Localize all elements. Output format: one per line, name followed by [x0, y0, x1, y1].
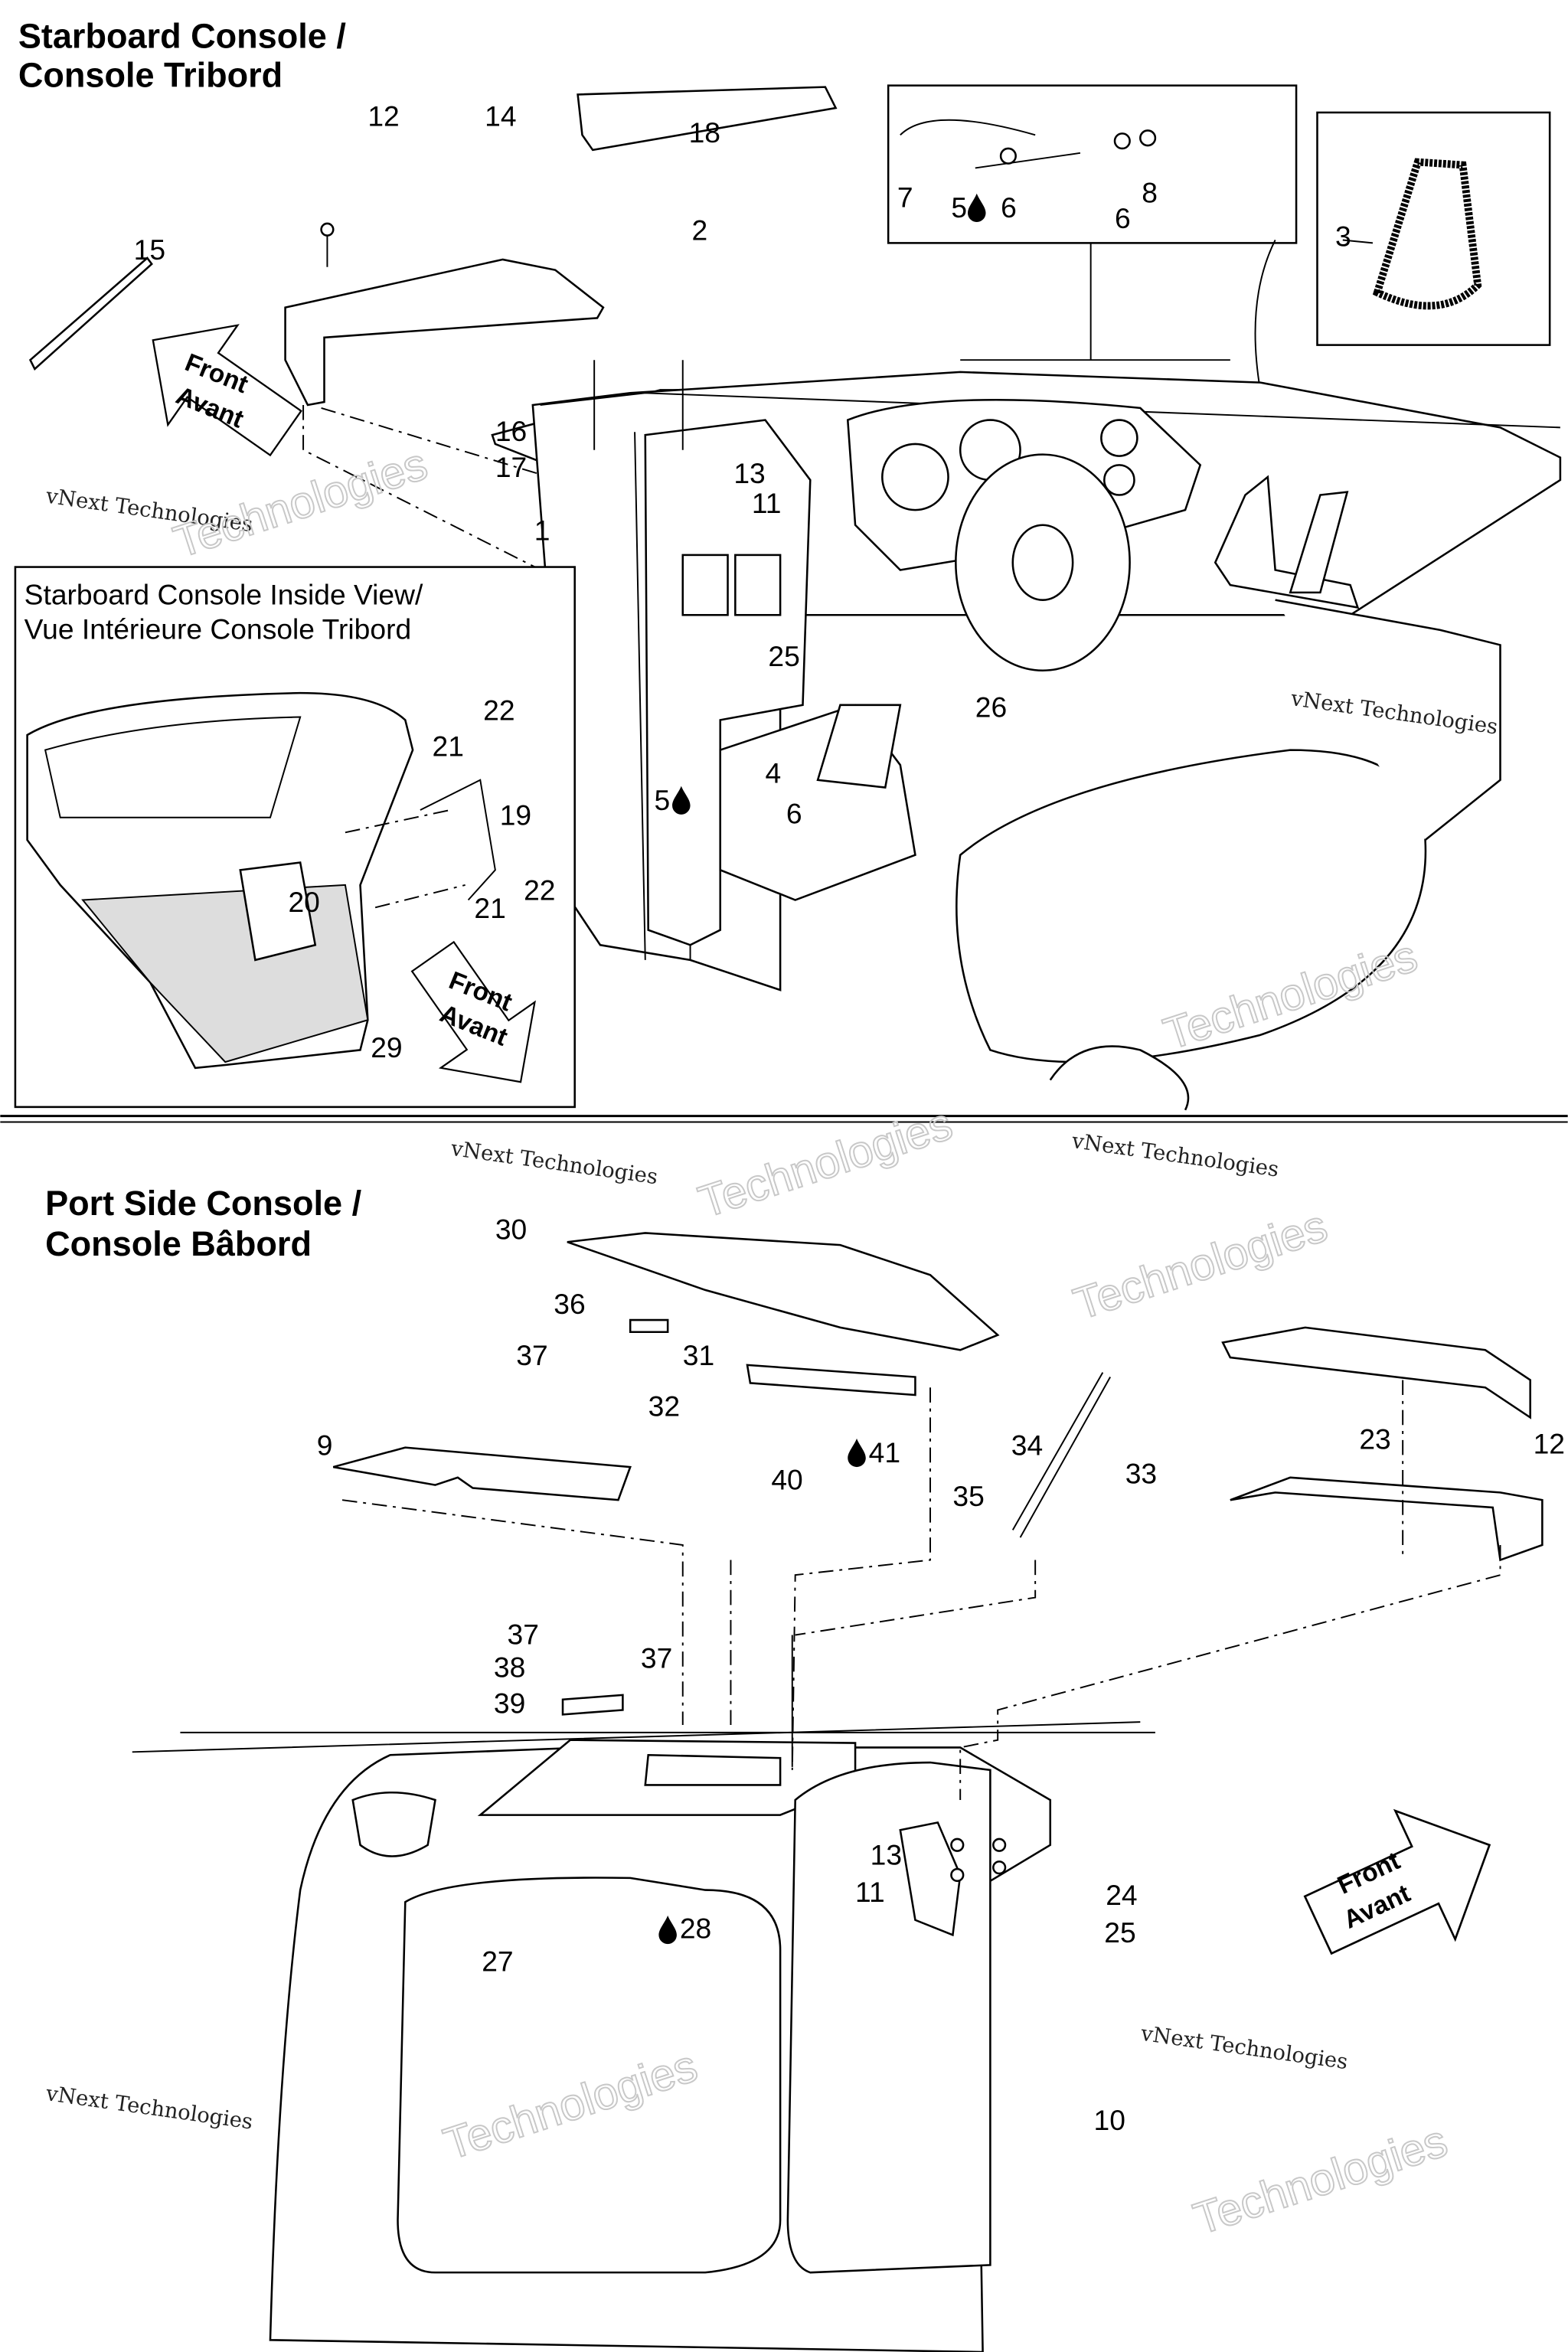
callout-1: 1 — [534, 514, 550, 546]
svg-text:vNext Technologies: vNext Technologies — [1070, 1129, 1280, 1182]
svg-text:vNext Technologies: vNext Technologies — [1138, 2022, 1349, 2075]
callout-10: 10 — [1094, 2104, 1125, 2136]
callout-23: 23 — [1359, 1423, 1390, 1455]
svg-text:Technologies: Technologies — [693, 1099, 958, 1227]
svg-text:Technologies: Technologies — [168, 439, 433, 567]
callout-19: 19 — [500, 799, 531, 831]
callout-18: 18 — [689, 116, 720, 149]
callout-38: 38 — [494, 1651, 525, 1683]
inset-subtitle: Vue Intérieure Console Tribord — [24, 613, 412, 645]
port-title: Port Side Console / — [45, 1184, 361, 1223]
callout-33: 33 — [1125, 1458, 1157, 1490]
callout-35: 35 — [952, 1480, 984, 1512]
detail-box-seal — [1316, 111, 1551, 346]
callout-28: 28 — [680, 1912, 711, 1944]
callout-11: 11 — [855, 1876, 885, 1908]
callout-7: 7 — [897, 181, 913, 213]
drop-icon — [848, 1438, 866, 1468]
callout-26: 26 — [975, 691, 1007, 723]
callout-17: 17 — [495, 451, 527, 483]
callout-5b: 5 — [655, 784, 671, 816]
svg-text:vNext Technologies: vNext Technologies — [449, 1137, 659, 1190]
part-14-cover — [284, 258, 605, 407]
callout-29: 29 — [371, 1031, 402, 1063]
inset-title: Starboard Console Inside View/ — [24, 579, 423, 611]
callout-12: 12 — [368, 100, 399, 132]
callout-3: 3 — [1335, 220, 1351, 252]
port-parts-illustration — [132, 1232, 1544, 2352]
callout-22b: 22 — [524, 874, 555, 906]
svg-text:vNext Technologies: vNext Technologies — [44, 2082, 254, 2135]
callout-12: 12 — [1534, 1427, 1565, 1459]
detail-box-fasteners — [887, 84, 1298, 244]
callout-20: 20 — [288, 886, 319, 918]
callout-27: 27 — [482, 1945, 513, 1977]
callout-6c: 6 — [786, 798, 802, 830]
callout-30: 30 — [495, 1213, 527, 1245]
callout-2: 2 — [692, 214, 708, 246]
callout-16: 16 — [495, 415, 527, 447]
callout-21b: 21 — [474, 892, 505, 924]
callout-5: 5 — [951, 191, 967, 224]
part-15-trim-strip — [28, 256, 153, 371]
callout-32: 32 — [648, 1390, 680, 1422]
callout-6b: 6 — [1115, 202, 1131, 234]
svg-text:Technologies: Technologies — [1068, 1201, 1333, 1330]
callout-9: 9 — [317, 1429, 333, 1461]
callout-31: 31 — [683, 1339, 714, 1371]
starboard-subtitle: Console Tribord — [18, 56, 283, 95]
inset-console-illustration — [26, 691, 496, 1070]
port-callouts: 30 36 37 31 32 9 40 41 34 33 35 23 12 37… — [317, 1213, 1565, 2136]
callout-34: 34 — [1011, 1429, 1043, 1461]
callout-21: 21 — [433, 730, 464, 762]
starboard-callouts: 12 14 18 15 2 7 5 6 6 8 3 16 17 13 11 1 … — [134, 100, 1351, 1064]
callout-4: 4 — [766, 757, 782, 789]
starboard-title: Starboard Console / — [18, 17, 346, 56]
callout-15: 15 — [134, 234, 165, 266]
callout-37: 37 — [516, 1339, 547, 1371]
screw-12 — [320, 222, 335, 267]
callout-24: 24 — [1106, 1879, 1137, 1911]
part-18-trim — [577, 86, 838, 152]
callout-13: 13 — [733, 457, 765, 489]
callout-37b: 37 — [508, 1618, 539, 1650]
callout-13: 13 — [871, 1838, 902, 1870]
callout-14: 14 — [485, 100, 516, 132]
callout-22: 22 — [483, 694, 514, 726]
callout-11: 11 — [752, 487, 782, 519]
callout-41: 41 — [869, 1436, 900, 1468]
callout-8: 8 — [1142, 176, 1158, 208]
port-subtitle: Console Bâbord — [45, 1224, 312, 1263]
callout-36: 36 — [554, 1288, 585, 1320]
callout-40: 40 — [771, 1463, 802, 1495]
callout-25: 25 — [1104, 1916, 1135, 1949]
callout-25: 25 — [768, 640, 799, 672]
svg-text:Technologies: Technologies — [1188, 2116, 1453, 2245]
callout-37c: 37 — [641, 1642, 672, 1674]
callout-6: 6 — [1001, 191, 1017, 224]
starboard-console-illustration — [531, 360, 1562, 1111]
callout-39: 39 — [494, 1687, 525, 1719]
